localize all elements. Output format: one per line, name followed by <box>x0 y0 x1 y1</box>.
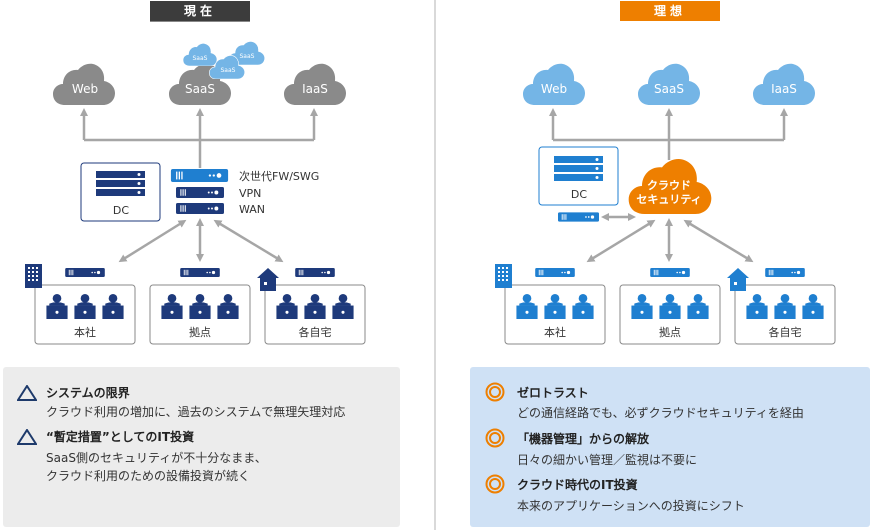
ngfw-server-icon <box>170 169 229 182</box>
cloud-security: クラウド セキュリティ <box>628 159 712 214</box>
note-title: 「機器管理」からの解放 <box>517 432 650 446</box>
triangle-icon <box>17 385 37 401</box>
current-notes: システムの限界 クラウド利用の増加に、過去のシステムで無理矢理対応 “暫定措置”… <box>3 367 400 527</box>
site-label: 本社 <box>544 325 566 339</box>
note-body: SaaS側のセキュリティが不十分なまま、 <box>46 451 267 465</box>
mini-cloud-label: SaaS <box>240 53 255 60</box>
current-site-home: 各自宅 <box>257 268 366 345</box>
note-title: クラウド時代のIT投資 <box>517 478 638 492</box>
appliance-label: WAN <box>239 203 265 216</box>
saas-mini-clouds: SaaS SaaS SaaS <box>183 41 265 79</box>
double-circle-icon <box>485 474 505 494</box>
ideal-site-kyoten: 拠点 <box>619 268 721 345</box>
triangle-icon <box>17 429 37 445</box>
ideal-cloud-iaas: IaaS <box>753 63 815 105</box>
ideal-site-honsha: 本社 <box>495 264 606 345</box>
mini-cloud-label: SaaS <box>221 67 236 74</box>
note-body: クラウド利用のための設備投資が続く <box>46 469 251 483</box>
current-dc: DC <box>80 162 161 222</box>
current-appliances: 次世代FW/SWG VPN WAN <box>170 169 319 216</box>
ideal-tree-arrows <box>549 108 788 160</box>
current-cloud-iaas: IaaS <box>284 63 346 105</box>
house-icon <box>727 268 749 291</box>
note-body: どの通信経路でも、必ずクラウドセキュリティを経由 <box>517 406 804 420</box>
ideal-site-arrows <box>586 218 754 263</box>
ideal-cloud-saas: SaaS <box>638 63 700 105</box>
current-cloud-saas: SaaS <box>169 63 231 105</box>
ideal-cloud-web: Web <box>523 63 585 105</box>
dc-server-icon <box>558 212 599 222</box>
site-label: 各自宅 <box>769 325 802 339</box>
current-site-kyoten: 拠点 <box>149 268 251 345</box>
dc-label: DC <box>113 204 129 217</box>
current-cloud-web: Web <box>53 63 115 105</box>
dc-label: DC <box>571 188 587 201</box>
cloud-security-label: セキュリティ <box>636 193 701 206</box>
current-site-arrows <box>118 218 284 263</box>
note-title: ゼロトラスト <box>517 386 589 400</box>
cloud-label: IaaS <box>302 82 328 96</box>
double-circle-icon <box>485 382 505 402</box>
note-title: システムの限界 <box>46 386 130 400</box>
site-label: 拠点 <box>659 326 681 339</box>
double-circle-icon <box>485 428 505 448</box>
wan-server-icon <box>176 203 224 214</box>
note-title: “暫定措置”としてのIT投資 <box>46 430 195 444</box>
panel-divider <box>434 0 436 530</box>
cloud-security-label: クラウド <box>647 179 691 192</box>
note-body: 日々の細かい管理／監視は不要に <box>517 453 698 467</box>
site-label: 拠点 <box>189 326 211 339</box>
network-diagram: Web SaaS IaaS SaaS SaaS SaaS DC <box>25 41 836 345</box>
site-label: 各自宅 <box>299 325 332 339</box>
ideal-notes: ゼロトラスト どの通信経路でも、必ずクラウドセキュリティを経由 「機器管理」から… <box>470 367 870 527</box>
site-label: 本社 <box>74 325 96 339</box>
mini-cloud-label: SaaS <box>193 55 208 62</box>
ideal-dc: DC <box>538 146 619 206</box>
cloud-label: SaaS <box>185 82 215 96</box>
house-icon <box>257 268 279 291</box>
cloud-label: SaaS <box>654 82 684 96</box>
appliance-label: 次世代FW/SWG <box>239 169 319 183</box>
ideal-tag: 理想 <box>620 1 720 21</box>
current-site-honsha: 本社 <box>25 264 136 345</box>
appliance-label: VPN <box>239 187 261 200</box>
cloud-label: IaaS <box>771 82 797 96</box>
note-body: 本来のアプリケーションへの投資にシフト <box>517 499 745 513</box>
current-tag: 現在 <box>150 1 250 22</box>
current-tree-arrows <box>80 108 318 168</box>
note-body: クラウド利用の増加に、過去のシステムで無理矢理対応 <box>46 405 346 419</box>
cloud-label: Web <box>541 82 567 96</box>
vpn-server-icon <box>176 187 224 198</box>
ideal-site-home: 各自宅 <box>727 268 836 345</box>
cloud-label: Web <box>72 82 98 96</box>
